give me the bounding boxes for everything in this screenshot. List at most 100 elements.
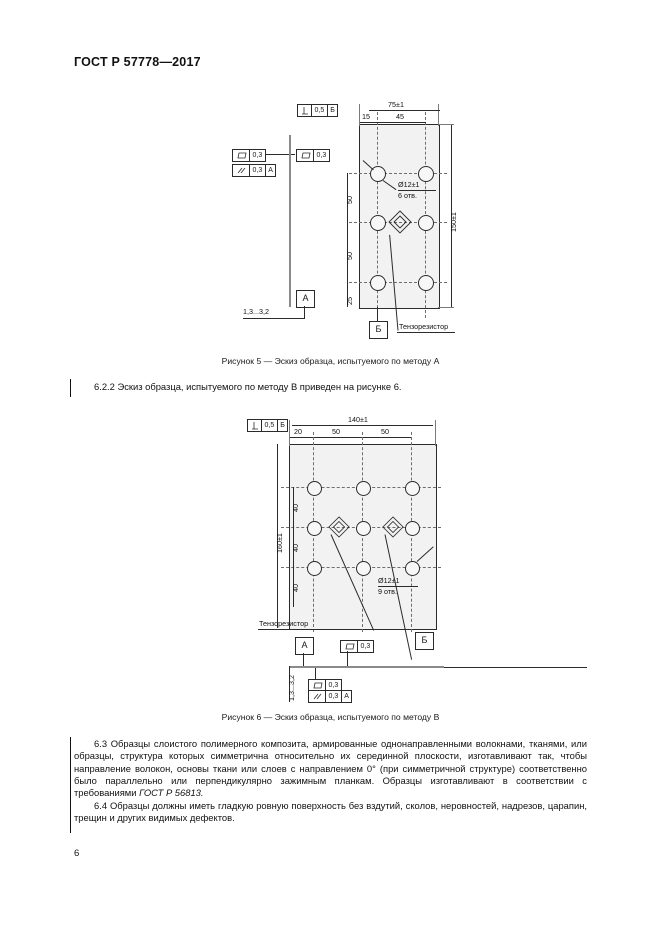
figure-6-drawing: 0,5 Б 140±1 20 50 50 bbox=[247, 415, 587, 703]
datum-b-box-fig5: Б bbox=[369, 321, 388, 339]
gdt-flatness-frame-fig5-left: 0,3 bbox=[232, 149, 266, 162]
strain-gauge-label-fig5: Тензорезистор bbox=[399, 322, 449, 331]
datum-b-box-fig6: Б bbox=[415, 632, 434, 650]
dim-line-pitch-x-fig5 bbox=[378, 122, 426, 123]
strain-gauge-symbol-fig6-right bbox=[382, 516, 404, 543]
gdt-parallelism-frame-fig6: 0,3 A bbox=[308, 690, 353, 703]
clause-6-2-2-text: 6.2.2 Эскиз образца, испытуемого по мето… bbox=[94, 381, 402, 392]
strain-gauge-label-underline bbox=[258, 629, 316, 630]
datum-a-leader bbox=[304, 306, 305, 318]
thickness-dim-text-fig6: 1,3...3,2 bbox=[287, 675, 296, 701]
dim-overall-width-fig5: 75±1 bbox=[388, 100, 404, 109]
hole-note-count-fig6: 9 отв. bbox=[378, 587, 397, 596]
flatness-symbol-icon bbox=[341, 641, 358, 652]
hole-row-centerline bbox=[349, 173, 447, 174]
dim-line-edge-offset-fig6 bbox=[290, 437, 313, 438]
dim-pitch-y2-fig6: 40 bbox=[291, 544, 300, 552]
hole bbox=[418, 275, 434, 291]
dim-line-pitch-y-fig5 bbox=[347, 222, 348, 282]
hole bbox=[307, 561, 322, 576]
dim-pitch-x-fig5: 45 bbox=[396, 112, 404, 121]
extension-line bbox=[359, 104, 360, 126]
flatness-symbol-icon bbox=[233, 150, 250, 161]
datum-a-leader bbox=[289, 318, 305, 319]
edge-view-plate-fig6-ext bbox=[444, 667, 587, 668]
gdt-flatness-frame-fig6-top: 0,3 bbox=[340, 640, 374, 653]
gdt-perpendicularity-datum: Б bbox=[330, 107, 335, 114]
dim-pitch-y1-fig6: 40 bbox=[291, 504, 300, 512]
dim-overall-width-fig6: 140±1 bbox=[348, 415, 368, 424]
extension-line bbox=[438, 307, 454, 308]
change-bar bbox=[70, 737, 72, 833]
dim-line-overall-height-fig5 bbox=[451, 124, 452, 307]
gdt-parallelism-datum: A bbox=[268, 167, 273, 174]
dim-line-pitch-x1-fig6 bbox=[313, 437, 362, 438]
clause-6-4: 6.4 Образцы должны иметь гладкую ровную … bbox=[74, 800, 587, 825]
hole bbox=[405, 481, 420, 496]
figure-6-caption: Рисунок 6 — Эскиз образца, испытуемого п… bbox=[221, 712, 440, 722]
thickness-dim-line bbox=[243, 318, 290, 319]
dim-line-edge-offset-fig5 bbox=[360, 122, 378, 123]
gdt-perpendicularity-frame-fig6: 0,5 Б bbox=[247, 419, 289, 432]
thickness-dim-line-fig6 bbox=[289, 666, 290, 702]
parallelism-symbol-icon bbox=[233, 165, 250, 176]
dim-edge-offset-fig6: 20 bbox=[294, 427, 302, 436]
gdt-flatness-value: 0,3 bbox=[252, 152, 263, 159]
edge-view-plate-fig6 bbox=[289, 666, 444, 668]
strain-gauge-symbol-fig6-left bbox=[328, 516, 350, 543]
hole-row-centerline bbox=[349, 222, 447, 223]
perpendicularity-symbol-icon bbox=[298, 105, 312, 116]
clause-6-2-2: 6.2.2 Эскиз образца, испытуемого по мето… bbox=[74, 381, 587, 393]
gdt-leader-line bbox=[347, 651, 348, 666]
gdt-leader-line bbox=[315, 668, 316, 680]
figure-5-drawing: 0,5 Б 0,3 0,3 A 0,3 А bbox=[0, 0, 661, 350]
gdt-flatness-value: 0,3 bbox=[316, 152, 327, 159]
flatness-symbol-icon bbox=[297, 150, 314, 161]
hole-note-diameter-fig5: Ø12±1 bbox=[398, 180, 420, 189]
hole bbox=[307, 481, 322, 496]
dim-line-pitch-y2-fig6 bbox=[293, 527, 294, 567]
dim-line-overall-height-fig6 bbox=[277, 444, 278, 628]
dim-pitch-x2-fig6: 50 bbox=[381, 427, 389, 436]
figure-5-caption: Рисунок 5 — Эскиз образца, испытуемого п… bbox=[221, 356, 440, 366]
extension-line bbox=[438, 104, 439, 126]
dim-overall-height-fig6: 160±1 bbox=[275, 533, 284, 553]
flatness-symbol-icon bbox=[309, 680, 326, 691]
perpendicularity-symbol-icon bbox=[248, 420, 262, 431]
datum-a-leader bbox=[303, 653, 304, 666]
gdt-perpendicularity-value: 0,5 bbox=[262, 420, 278, 431]
hole-note-diameter-fig6: Ø12±1 bbox=[378, 576, 400, 585]
hole bbox=[370, 275, 386, 291]
hole bbox=[370, 215, 386, 231]
change-bar bbox=[70, 379, 72, 397]
standard-header: ГОСТ Р 57778—2017 bbox=[74, 55, 201, 69]
hole bbox=[307, 521, 322, 536]
hole bbox=[418, 166, 434, 182]
dim-line-pitch-x2-fig6 bbox=[362, 437, 411, 438]
clause-6-3: 6.3 Образцы слоистого полимерного композ… bbox=[74, 738, 587, 800]
hole bbox=[418, 215, 434, 231]
hole bbox=[356, 561, 371, 576]
gdt-parallelism-datum: A bbox=[344, 693, 349, 700]
dim-pitch-y3-fig6: 40 bbox=[291, 584, 300, 592]
strain-gauge-symbol-fig5 bbox=[388, 210, 412, 239]
standard-reference-gost-56813: ГОСТ Р 56813 bbox=[139, 787, 201, 799]
clause-6-3-text-part1: 6.3 Образцы слоистого полимерного композ… bbox=[74, 738, 587, 799]
dim-pitch-x1-fig6: 50 bbox=[332, 427, 340, 436]
hole-row-centerline bbox=[349, 282, 447, 283]
datum-b-leader bbox=[377, 307, 378, 321]
gdt-parallelism-frame-fig5: 0,3 A bbox=[232, 164, 277, 177]
dim-line-overall-width-fig6 bbox=[292, 425, 433, 426]
parallelism-symbol-icon bbox=[309, 691, 326, 702]
dim-line-pitch-y1-fig6 bbox=[293, 487, 294, 527]
extension-line bbox=[289, 420, 290, 446]
hole bbox=[405, 521, 420, 536]
page-number: 6 bbox=[74, 848, 80, 859]
hole-callout-underline bbox=[378, 586, 418, 587]
hole bbox=[405, 561, 420, 576]
gdt-parallelism-value: 0,3 bbox=[326, 691, 342, 702]
strain-gauge-label-fig6: Тензорезистор bbox=[259, 619, 309, 628]
hole bbox=[370, 166, 386, 182]
thickness-dim-text-fig5: 1,3...3,2 bbox=[243, 307, 269, 316]
